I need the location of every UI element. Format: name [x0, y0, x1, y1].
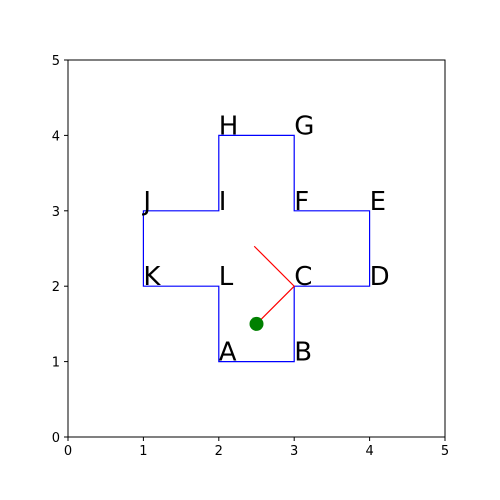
vertex-label-e: E — [370, 187, 386, 217]
vertex-label-layer: A B C D E F G H I J K L — [141, 111, 389, 367]
y-tick-label: 5 — [52, 54, 60, 69]
vertex-label-a: A — [219, 338, 237, 368]
vertex-label-f: F — [294, 187, 309, 217]
axes-frame — [67, 59, 446, 438]
x-tick-label: 1 — [139, 444, 147, 459]
vertex-label-c: C — [294, 262, 312, 292]
vertex-label-h: H — [219, 111, 239, 141]
y-tick-label: 2 — [52, 280, 60, 295]
x-tick-label: 5 — [441, 444, 449, 459]
vertex-label-j: J — [141, 187, 151, 217]
y-tick-label: 4 — [52, 129, 60, 144]
x-tick-label: 0 — [64, 444, 72, 459]
vertex-label-k: K — [143, 262, 161, 292]
x-tick-label: 4 — [365, 444, 373, 459]
vertex-label-i: I — [219, 187, 227, 217]
x-tick-label: 2 — [215, 444, 223, 459]
vertex-label-g: G — [294, 111, 314, 141]
vertex-label-b: B — [294, 338, 312, 368]
path-layer — [253, 245, 296, 325]
x-tick-label: 3 — [290, 444, 298, 459]
y-tick-label: 0 — [52, 431, 60, 446]
red-path-line — [253, 245, 296, 325]
vertex-label-d: D — [370, 262, 390, 292]
axes-group: 0 1 2 3 4 5 0 1 2 3 4 5 — [52, 54, 449, 459]
point-layer — [249, 316, 264, 331]
y-tick-label: 1 — [52, 356, 60, 371]
y-tick-label: 3 — [52, 205, 60, 220]
green-point-marker — [249, 316, 264, 331]
vertex-label-l: L — [219, 262, 234, 292]
